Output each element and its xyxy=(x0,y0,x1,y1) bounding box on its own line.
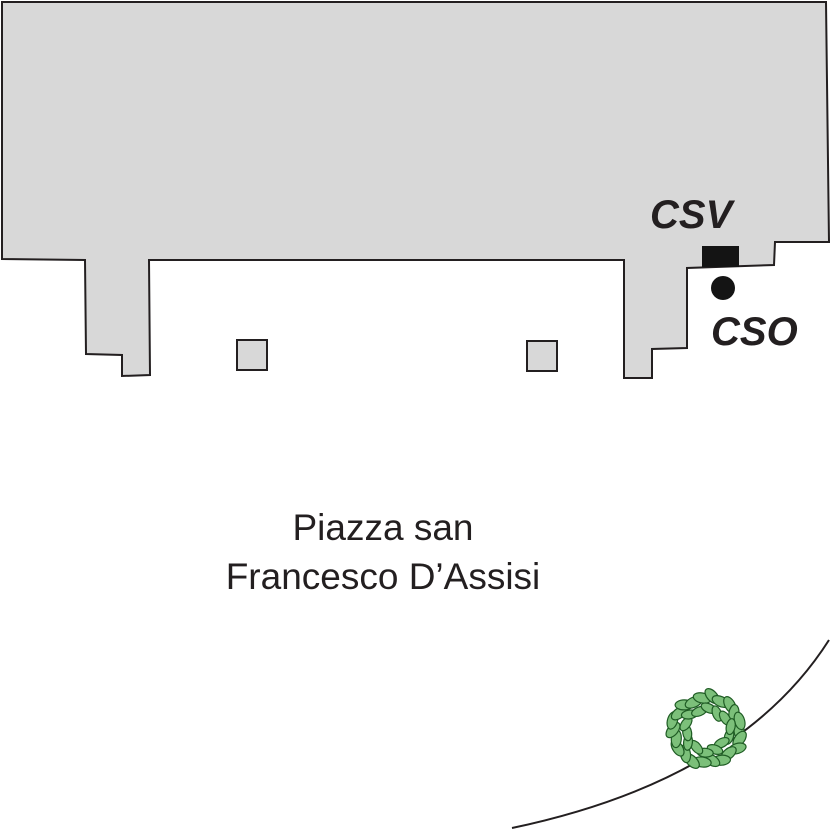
square-name-line2: Francesco D’Assisi xyxy=(226,556,541,597)
tree-icon xyxy=(665,688,747,769)
building-footprint xyxy=(1,1,830,379)
pillar-right xyxy=(526,340,558,372)
csv-marker-icon xyxy=(702,246,739,267)
square-name-line1: Piazza san xyxy=(293,507,474,548)
cso-label: CSO xyxy=(711,310,798,354)
csv-label: CSV xyxy=(650,193,736,237)
pillar-left xyxy=(236,339,268,371)
tree-leaf xyxy=(725,718,736,736)
cso-marker-icon xyxy=(711,276,735,300)
